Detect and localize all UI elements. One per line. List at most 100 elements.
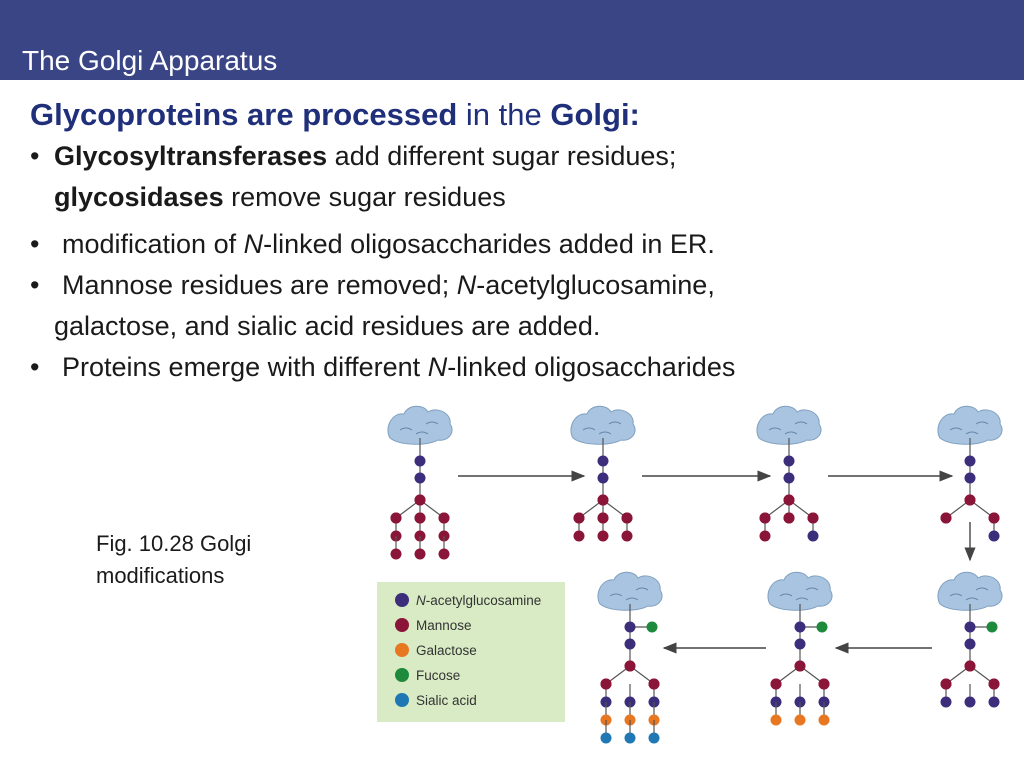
- bullet-1-text: add different sugar residues;: [327, 141, 677, 171]
- bullet-2-pre: modification of: [62, 229, 244, 259]
- bullet-4-italic: N: [427, 352, 448, 382]
- bullet-3-italic: N: [456, 270, 477, 300]
- galactose-residue: [818, 714, 830, 726]
- n-acetylglucosamine-residue: [414, 472, 426, 484]
- legend-swatch: [395, 668, 409, 682]
- mannose-residue: [759, 512, 771, 524]
- bullet-2-symbol: •: [30, 229, 40, 259]
- bullet-3-line2: galactose, and sialic acid residues are …: [54, 311, 601, 341]
- protein-blob: [597, 571, 663, 611]
- mannose-residue: [414, 494, 426, 506]
- n-acetylglucosamine-residue: [964, 455, 976, 467]
- protein-blob: [387, 405, 453, 445]
- mannose-residue: [818, 678, 830, 690]
- protein-blob: [767, 571, 833, 611]
- protein-blob: [570, 405, 636, 445]
- mannose-residue: [648, 678, 660, 690]
- n-acetylglucosamine-residue: [624, 621, 636, 633]
- legend-label: Fucose: [416, 668, 460, 683]
- bullet-2: • modification of N-linked oligosacchari…: [30, 224, 1020, 265]
- slide-heading: Glycoproteins are processed in the Golgi…: [30, 94, 1020, 136]
- n-acetylglucosamine-residue: [988, 530, 1000, 542]
- mannose-residue: [940, 678, 952, 690]
- mannose-residue: [573, 512, 585, 524]
- bullet-2-italic: N: [243, 229, 264, 259]
- bullet-1-line2-bold: glycosidases: [54, 182, 224, 212]
- n-acetylglucosamine-residue: [807, 530, 819, 542]
- n-acetylglucosamine-residue: [783, 455, 795, 467]
- bullet-1-bold: Glycosyltransferases: [54, 141, 328, 171]
- mannose-residue: [783, 512, 795, 524]
- n-acetylglucosamine-residue: [414, 455, 426, 467]
- bullet-3: • Mannose residues are removed; N-acetyl…: [30, 265, 1020, 347]
- legend-swatch: [395, 593, 409, 607]
- sialic-acid-residue: [624, 732, 636, 744]
- n-acetylglucosamine-residue: [988, 696, 1000, 708]
- heading-bold-2: Golgi:: [550, 97, 640, 132]
- mannose-residue: [573, 530, 585, 542]
- protein-blob: [937, 405, 1003, 445]
- mannose-residue: [988, 678, 1000, 690]
- mannose-residue: [390, 512, 402, 524]
- heading-plain: in the: [457, 97, 551, 132]
- sialic-acid-residue: [648, 732, 660, 744]
- mannose-residue: [964, 494, 976, 506]
- bullet-1-line2-text: remove sugar residues: [223, 182, 506, 212]
- n-acetylglucosamine-residue: [964, 472, 976, 484]
- n-acetylglucosamine-residue: [794, 621, 806, 633]
- mannose-residue: [438, 512, 450, 524]
- n-acetylglucosamine-residue: [597, 455, 609, 467]
- n-acetylglucosamine-residue: [794, 638, 806, 650]
- fucose-residue: [816, 621, 828, 633]
- bullet-3-symbol: •: [30, 270, 40, 300]
- legend-label: Galactose: [416, 643, 477, 658]
- mannose-residue: [390, 548, 402, 560]
- caption-line-2: modifications: [96, 563, 225, 588]
- mannose-residue: [621, 512, 633, 524]
- bullet-4-pre: Proteins emerge with different: [62, 352, 428, 382]
- legend-swatch: [395, 693, 409, 707]
- n-acetylglucosamine-residue: [940, 696, 952, 708]
- galactose-residue: [770, 714, 782, 726]
- n-acetylglucosamine-residue: [964, 638, 976, 650]
- mannose-residue: [759, 530, 771, 542]
- legend-label: Sialic acid: [416, 693, 477, 708]
- bullet-1: • Glycosyltransferases add different sug…: [30, 136, 1020, 218]
- n-acetylglucosamine-residue: [783, 472, 795, 484]
- n-acetylglucosamine-residue: [624, 638, 636, 650]
- bullet-4-post: -linked oligosaccharides: [447, 352, 736, 382]
- process-arrows: [458, 470, 976, 654]
- galactose-residue: [794, 714, 806, 726]
- bullet-4-symbol: •: [30, 352, 40, 382]
- slide-content: Glycoproteins are processed in the Golgi…: [30, 94, 1020, 388]
- bullet-4: • Proteins emerge with different N-linke…: [30, 347, 1020, 388]
- mannose-residue: [600, 678, 612, 690]
- sialic-acid-residue: [600, 732, 612, 744]
- legend-label: N-acetylglucosamine: [416, 593, 541, 608]
- mannose-residue: [988, 512, 1000, 524]
- mannose-residue: [807, 512, 819, 524]
- bullet-3-pre: Mannose residues are removed;: [62, 270, 457, 300]
- caption-line-1: Fig. 10.28 Golgi: [96, 531, 252, 556]
- mannose-residue: [770, 678, 782, 690]
- bullet-3-post: -acetylglucosamine,: [476, 270, 715, 300]
- n-acetylglucosamine-residue: [964, 696, 976, 708]
- mannose-residue: [940, 512, 952, 524]
- legend-swatch: [395, 643, 409, 657]
- n-acetylglucosamine-residue: [597, 472, 609, 484]
- fucose-residue: [986, 621, 998, 633]
- legend-label: Mannose: [416, 618, 472, 633]
- heading-bold-1: Glycoproteins are processed: [30, 97, 458, 132]
- legend-swatch: [395, 618, 409, 632]
- protein-blob: [937, 571, 1003, 611]
- mannose-residue: [414, 548, 426, 560]
- n-acetylglucosamine-residue: [964, 621, 976, 633]
- slide-title: The Golgi Apparatus: [22, 45, 278, 76]
- mannose-residue: [794, 660, 806, 672]
- glycoprotein-structures: [387, 405, 1003, 744]
- mannose-residue: [964, 660, 976, 672]
- mannose-residue: [621, 530, 633, 542]
- mannose-residue: [783, 494, 795, 506]
- sugar-legend: N-acetylglucosamineMannoseGalactoseFucos…: [377, 582, 565, 722]
